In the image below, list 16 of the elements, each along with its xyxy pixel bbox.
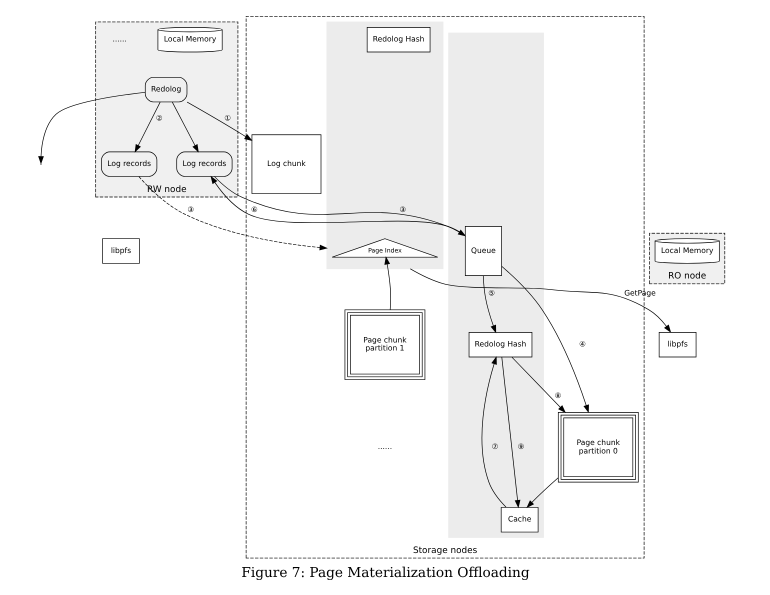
- cluster: [326, 22, 443, 270]
- arrow: [409, 268, 671, 333]
- arrow: [38, 92, 146, 164]
- arrow: [500, 266, 588, 414]
- arrow: [171, 102, 198, 153]
- caption: Figure 7: Page Materialization Offloading: [240, 565, 530, 582]
- arrow: [138, 176, 328, 250]
- arrow: [511, 356, 566, 414]
- arrow: [500, 356, 520, 508]
- cluster: [448, 32, 544, 538]
- arrow: [134, 102, 160, 153]
- arrow: [186, 102, 252, 141]
- arrow: [481, 356, 506, 508]
- arrow: [482, 276, 496, 334]
- arrow: [526, 478, 558, 508]
- arrow: [384, 256, 391, 310]
